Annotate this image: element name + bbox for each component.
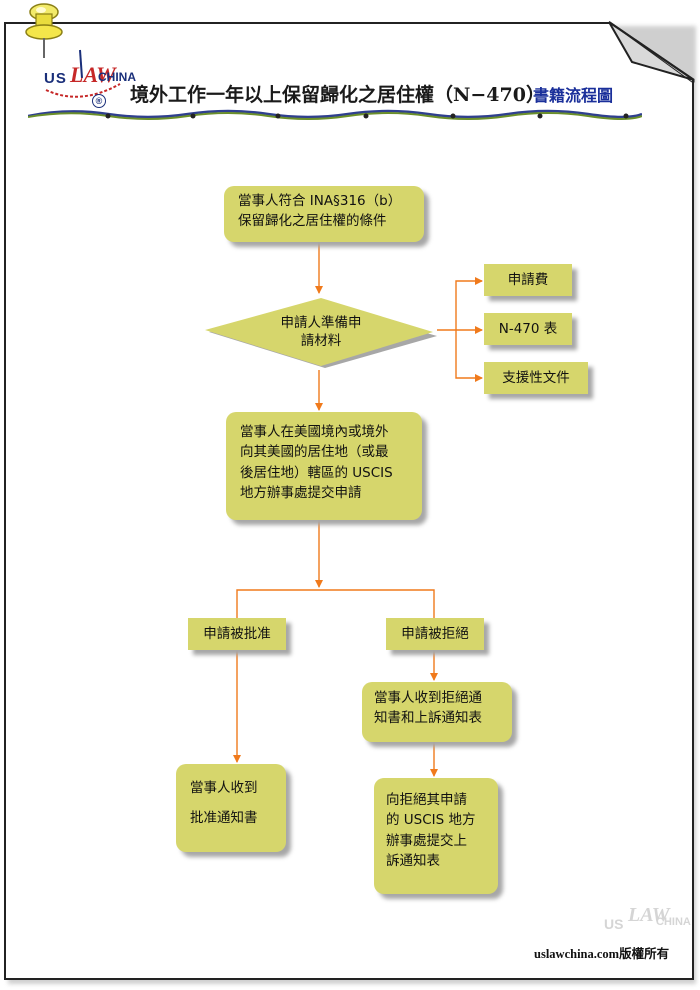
logo-us-text: US [44, 70, 67, 87]
node-denial-line2: 知書和上訴通知表 [374, 710, 482, 727]
node-appeal-line2: 的 USCIS 地方 [386, 812, 476, 829]
node-submit: 當事人在美國境內或境外 向其美國的居住地（或最 後居住地）轄區的 USCIS 地… [226, 412, 422, 520]
node-submit-line4: 地方辦事處提交申請 [240, 484, 362, 501]
node-eligibility: 當事人符合 INA§316（b） 保留歸化之居住權的條件 [224, 186, 424, 242]
pushpin-icon [25, 3, 63, 58]
node-denial-notice: 當事人收到拒絕通 知書和上訴通知表 [362, 682, 512, 742]
node-prepare-diamond [205, 298, 437, 368]
node-appeal-line3: 辦事處提交上 [386, 832, 467, 849]
node-prepare-line1: 申請人準備申 [280, 315, 362, 331]
logo-law-text: LAW [70, 62, 116, 87]
watermark-china: CHINA [656, 916, 691, 928]
logo-china-text: CHINA [98, 70, 136, 84]
registered-mark: ® [92, 94, 106, 108]
node-material-docs: 支援性文件 [484, 362, 588, 394]
logo-swoosh-icon [45, 49, 121, 98]
watermark-us: US [604, 916, 624, 932]
watermark-logo: US LAW CHINA [604, 902, 691, 942]
node-material-form: N-470 表 [484, 313, 572, 345]
node-prepare-text: 申請人準備申 請材料 [205, 314, 437, 350]
node-submit-line2: 向其美國的居住地（或最 [240, 444, 389, 461]
node-denied: 申請被拒絕 [386, 618, 484, 650]
node-prepare-line2: 請材料 [300, 333, 342, 350]
node-approval-notice: 當事人收到 批准通知書 [176, 764, 286, 852]
node-material-fee: 申請費 [484, 264, 572, 296]
node-approved: 申請被批准 [188, 618, 286, 650]
node-submit-line1: 當事人在美國境內或境外 [240, 424, 389, 440]
node-denial-line1: 當事人收到拒絕通 [374, 690, 482, 706]
uslawchina-logo: US LAW CHINA ® [40, 40, 136, 112]
node-appeal-line4: 訴通知表 [386, 852, 440, 869]
page-title: 境外工作一年以上保留歸化之居住權（N−470） [130, 84, 545, 106]
node-approval-line1: 當事人收到 [190, 780, 258, 796]
page-subtitle: 書籍流程圖 [533, 86, 614, 105]
copyright-text: uslawchina.com版權所有 [534, 947, 670, 961]
header-divider [28, 109, 642, 120]
node-approval-line2: 批准通知書 [190, 809, 258, 826]
node-eligibility-line1: 當事人符合 INA§316（b） [238, 193, 402, 209]
node-appeal-line1: 向拒絕其申請 [386, 792, 467, 808]
node-appeal: 向拒絕其申請 的 USCIS 地方 辦事處提交上 訴通知表 [374, 778, 498, 894]
node-submit-line3: 後居住地）轄區的 USCIS [240, 464, 393, 481]
node-eligibility-line2: 保留歸化之居住權的條件 [238, 213, 387, 230]
watermark-law: LAW [628, 904, 670, 926]
